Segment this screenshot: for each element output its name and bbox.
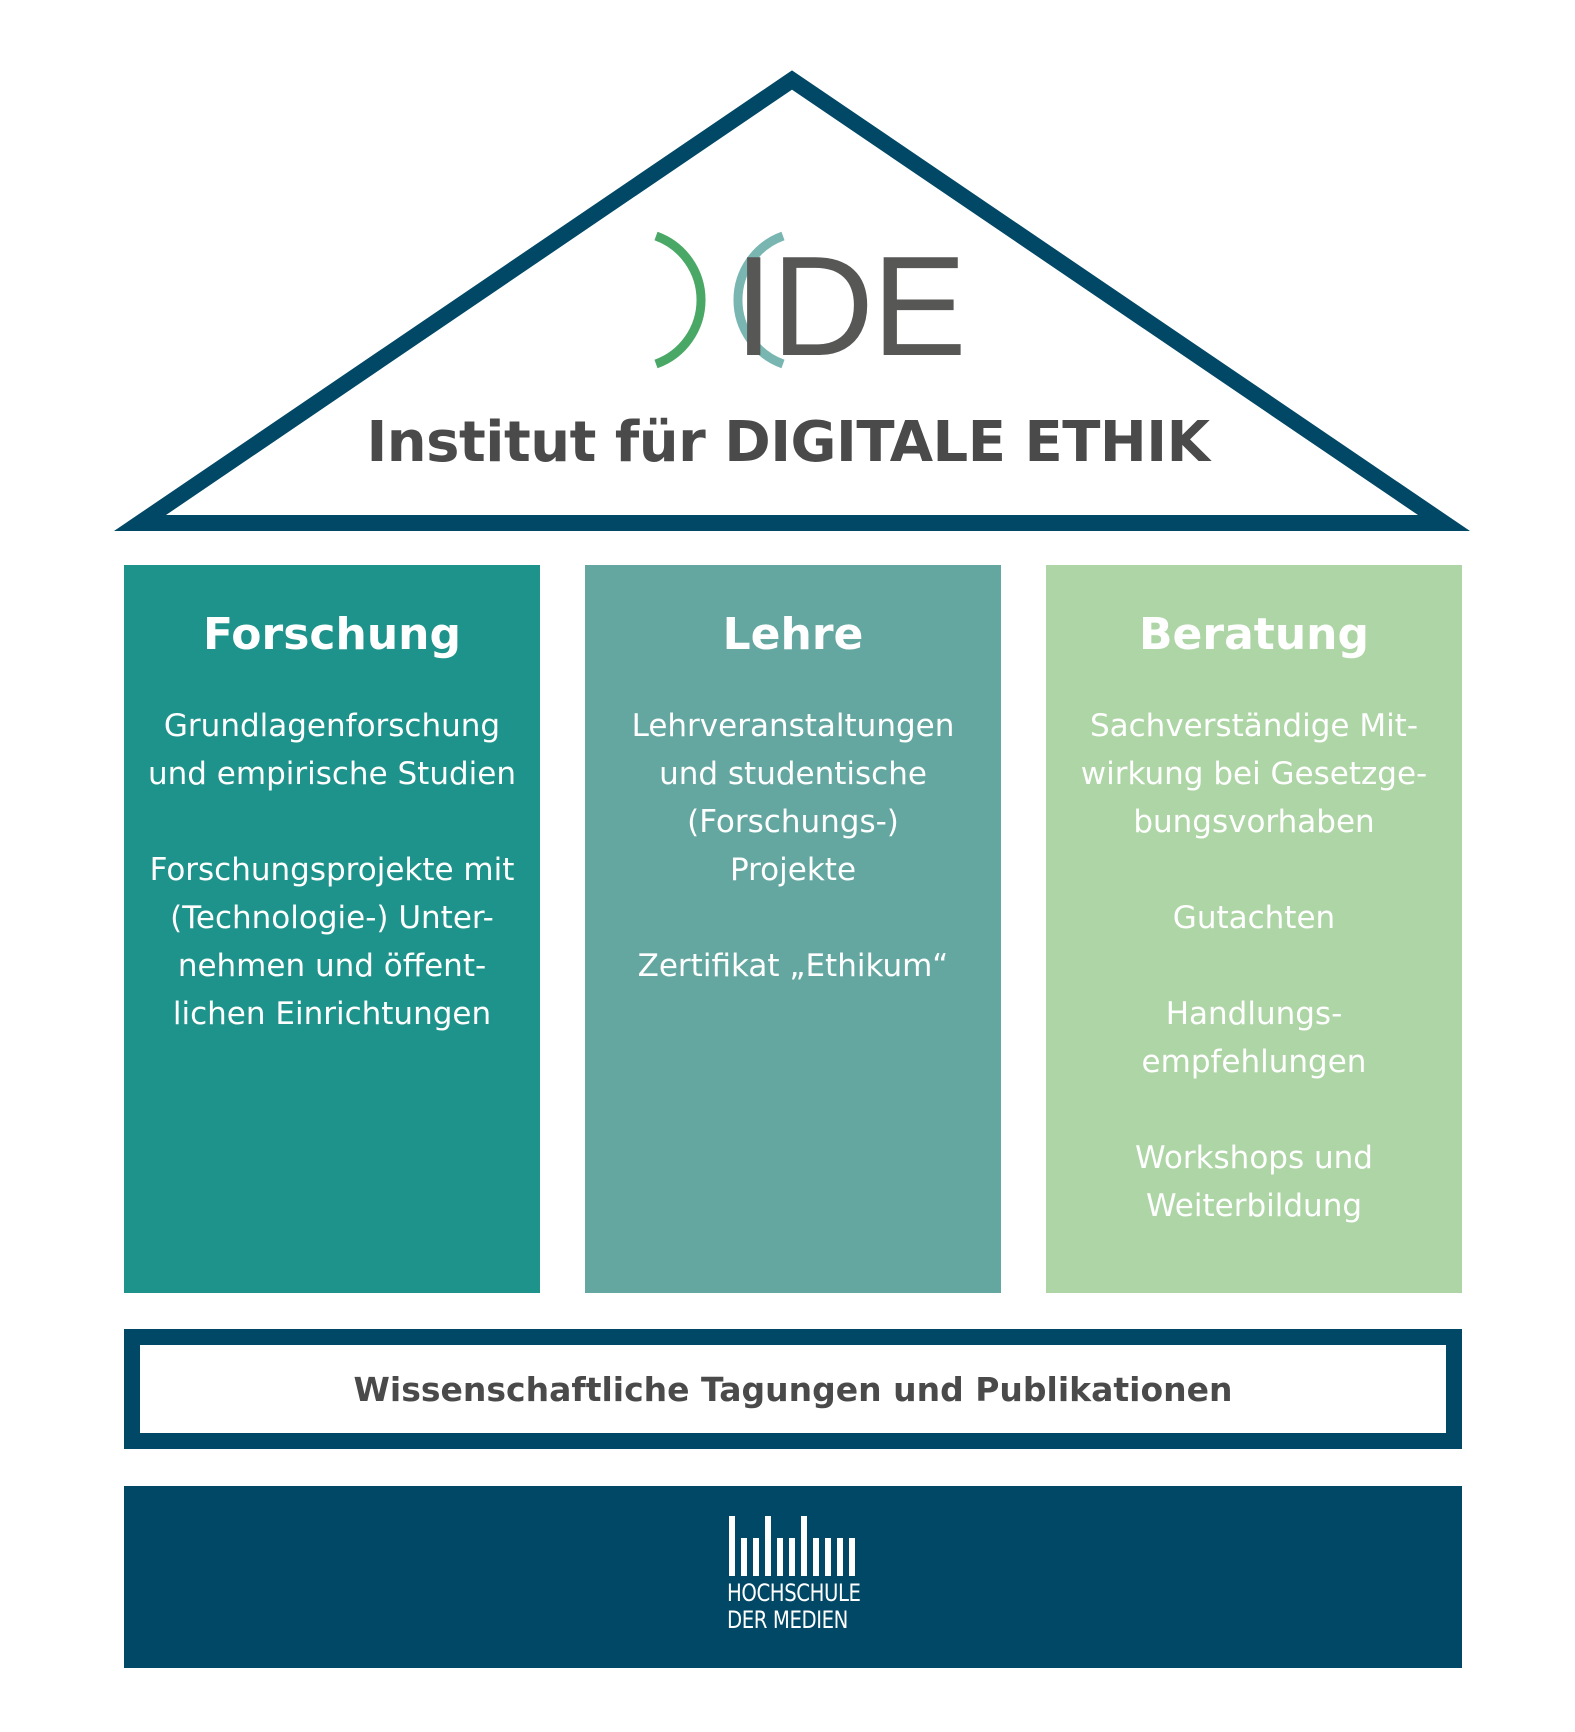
pillar-title: Forschung <box>203 609 461 660</box>
hdm-logo-line2: DER MEDIEN <box>727 1606 848 1634</box>
pillar-item: Workshops und Weiterbildung <box>1135 1140 1373 1224</box>
hdm-logo-text: HOCHSCHULE DER MEDIEN <box>727 1579 861 1634</box>
roof-triangle <box>113 70 1471 531</box>
pillar-forschung: Forschung Grundlagenforschung und empiri… <box>124 565 540 1293</box>
hdm-bars-icon <box>729 1516 855 1576</box>
roof <box>113 70 1471 531</box>
pillar-title: Beratung <box>1139 609 1369 660</box>
pillar-item: Grundlagenforschung und empirische Studi… <box>147 708 516 792</box>
hdm-logo-line1: HOCHSCHULE <box>727 1579 861 1607</box>
institute-title: Institut für DIGITALE ETHIK <box>366 410 1210 475</box>
pillar-item: Gutachten <box>1172 900 1336 936</box>
pillar-item: Zertifikat „Ethikum“ <box>637 948 949 984</box>
publications-banner-text: Wissenschaftliche Tagungen und Publikati… <box>353 1369 1233 1409</box>
foundation-bar: HOCHSCHULE DER MEDIEN <box>124 1486 1462 1668</box>
publications-banner-inner: Wissenschaftliche Tagungen und Publikati… <box>140 1345 1446 1433</box>
pillar-item: Handlungs- empfehlungen <box>1141 996 1367 1080</box>
pillar-item: Forschungsprojekte mit (Technologie-) Un… <box>149 852 515 1032</box>
pillar-beratung: Beratung Sachverständige Mit- wirkung be… <box>1046 565 1462 1293</box>
pillar-lehre: Lehre Lehrveranstaltungen und studentisc… <box>585 565 1001 1293</box>
pillar-title: Lehre <box>722 609 864 660</box>
publications-banner: Wissenschaftliche Tagungen und Publikati… <box>124 1329 1462 1449</box>
hdm-logo: HOCHSCHULE DER MEDIEN <box>727 1516 861 1642</box>
logo-wordmark: IDE <box>734 227 967 386</box>
double-arc-icon <box>654 231 785 369</box>
pillar-item: Lehrveranstaltungen und studentische (Fo… <box>631 708 955 888</box>
pillar-item: Sachverständige Mit- wirkung bei Gesetzg… <box>1080 708 1428 840</box>
